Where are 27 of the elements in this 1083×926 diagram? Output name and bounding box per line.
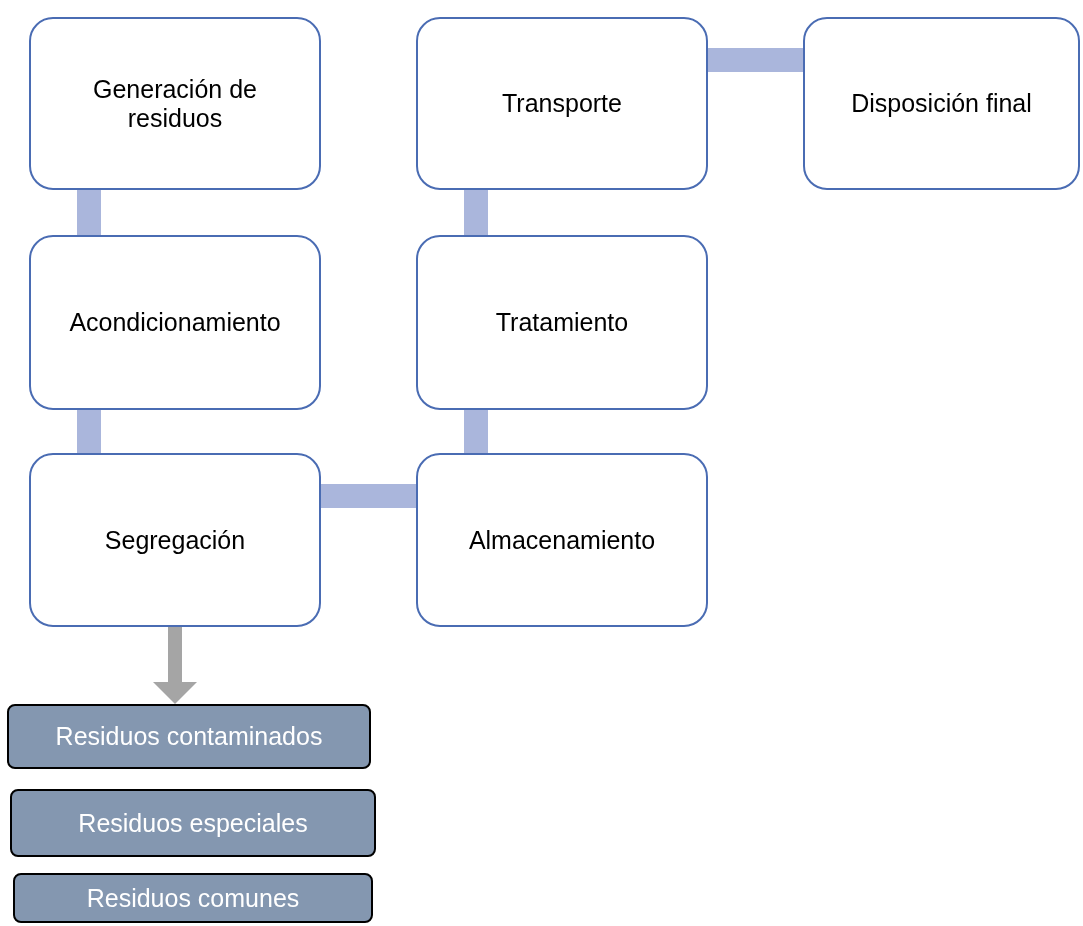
box-label: Residuos comunes	[86, 883, 300, 913]
box-label: Residuos contaminados	[55, 722, 323, 751]
category-box	[10, 789, 376, 857]
connector	[321, 484, 416, 508]
box-label: Segregación	[104, 525, 246, 555]
category-box	[13, 873, 373, 923]
box-label: Disposición final	[851, 89, 1032, 118]
connector	[77, 410, 101, 453]
connector	[464, 190, 488, 235]
process-box	[416, 17, 708, 190]
process-box	[416, 235, 708, 410]
category-box	[7, 704, 371, 769]
connector	[708, 48, 803, 72]
box-label: Almacenamiento	[468, 525, 656, 555]
process-box	[803, 17, 1080, 190]
process-box	[416, 453, 708, 627]
box-label: Transporte	[502, 89, 622, 118]
box-label: Generación de residuos	[92, 74, 258, 133]
process-box	[29, 453, 321, 627]
box-label: Residuos especiales	[78, 808, 308, 838]
arrow	[153, 627, 197, 704]
connector	[77, 190, 101, 235]
process-box	[29, 235, 321, 410]
connector	[464, 410, 488, 453]
box-label: Tratamiento	[495, 308, 629, 337]
process-box	[29, 17, 321, 190]
box-label: Acondicionamiento	[69, 308, 281, 337]
